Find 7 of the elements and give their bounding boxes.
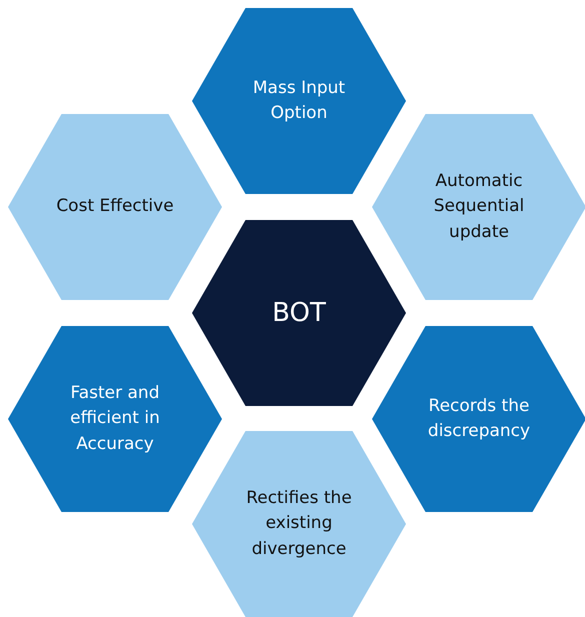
hexagon-label: Records the discrepancy bbox=[426, 394, 532, 443]
hexagon-label: Rectifies the existing divergence bbox=[245, 486, 353, 561]
hexagon-label: BOT bbox=[271, 296, 327, 330]
hexagon-label: Cost Effective bbox=[55, 195, 175, 218]
hexagon-label: Mass Input Option bbox=[252, 76, 346, 125]
hexagon-label: Faster and efficient in Accuracy bbox=[69, 382, 161, 456]
hexagon-label: Automatic Sequential update bbox=[432, 170, 526, 244]
